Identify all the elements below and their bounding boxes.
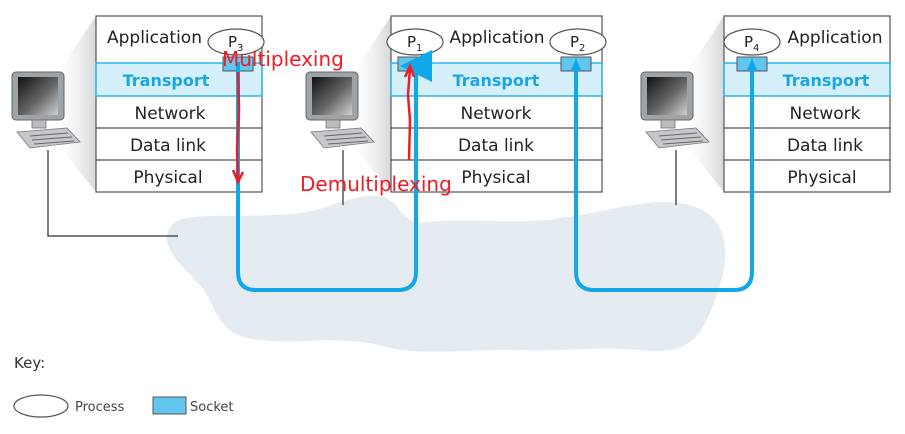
multiplexing-label: Multiplexing <box>222 47 344 71</box>
legend-process-icon <box>13 394 69 418</box>
layer-physical: Physical <box>133 168 202 188</box>
legend-process-label: Process <box>75 400 125 415</box>
layer-transport: Transport <box>123 71 210 90</box>
process-p3 <box>207 28 265 56</box>
process-p2 <box>549 28 607 56</box>
host-left-shadow <box>50 16 96 192</box>
socket-p1 <box>397 56 429 72</box>
host-right: Application Transport Network Data link … <box>640 15 891 193</box>
layer-application: Application <box>788 28 883 48</box>
process-p2-label: P2 <box>570 33 585 54</box>
multiplexing-arrowhead <box>231 169 245 186</box>
layer-network: Network <box>135 104 206 124</box>
computer-icon <box>305 71 375 149</box>
demultiplexing-arrow <box>406 67 412 161</box>
host-left-link <box>47 150 178 237</box>
computer-icon <box>11 71 81 149</box>
layer-physical: Physical <box>787 168 856 188</box>
host-left: Application Transport Network Data link … <box>11 15 265 193</box>
path-p2-to-p4 <box>574 66 754 292</box>
host-right-shadow <box>678 16 724 192</box>
host-middle-shadow <box>345 16 391 192</box>
layer-data-link: Data link <box>458 136 534 156</box>
path-p3-to-p1 <box>236 50 432 292</box>
process-p4 <box>723 28 781 56</box>
multiplexing-arrow <box>235 71 241 181</box>
demultiplexing-label: Demultiplexing <box>300 172 452 196</box>
process-p1-label: P1 <box>407 33 422 54</box>
legend-socket-icon <box>152 396 187 415</box>
arrowhead-p2 <box>571 58 581 70</box>
computer-icon <box>640 71 710 149</box>
layer-physical: Physical <box>461 168 530 188</box>
layer-application: Application <box>107 28 202 48</box>
legend-title: Key: <box>14 354 45 372</box>
layer-application: Application <box>450 28 545 48</box>
layer-network: Network <box>461 104 532 124</box>
layer-data-link: Data link <box>130 136 206 156</box>
layer-transport: Transport <box>783 71 870 90</box>
layer-transport: Transport <box>453 71 540 90</box>
process-p3-label: P3 <box>228 33 243 54</box>
legend-socket-label: Socket <box>190 400 234 415</box>
layer-network: Network <box>790 104 861 124</box>
process-p4-label: P4 <box>744 33 759 54</box>
demultiplexing-arrowhead <box>403 62 416 78</box>
network-cloud <box>166 195 726 352</box>
arrowhead-p4 <box>747 58 757 70</box>
legend: Key: Process Socket <box>13 354 234 418</box>
layer-data-link: Data link <box>787 136 863 156</box>
host-middle: Application Transport Network Data link … <box>305 15 607 193</box>
